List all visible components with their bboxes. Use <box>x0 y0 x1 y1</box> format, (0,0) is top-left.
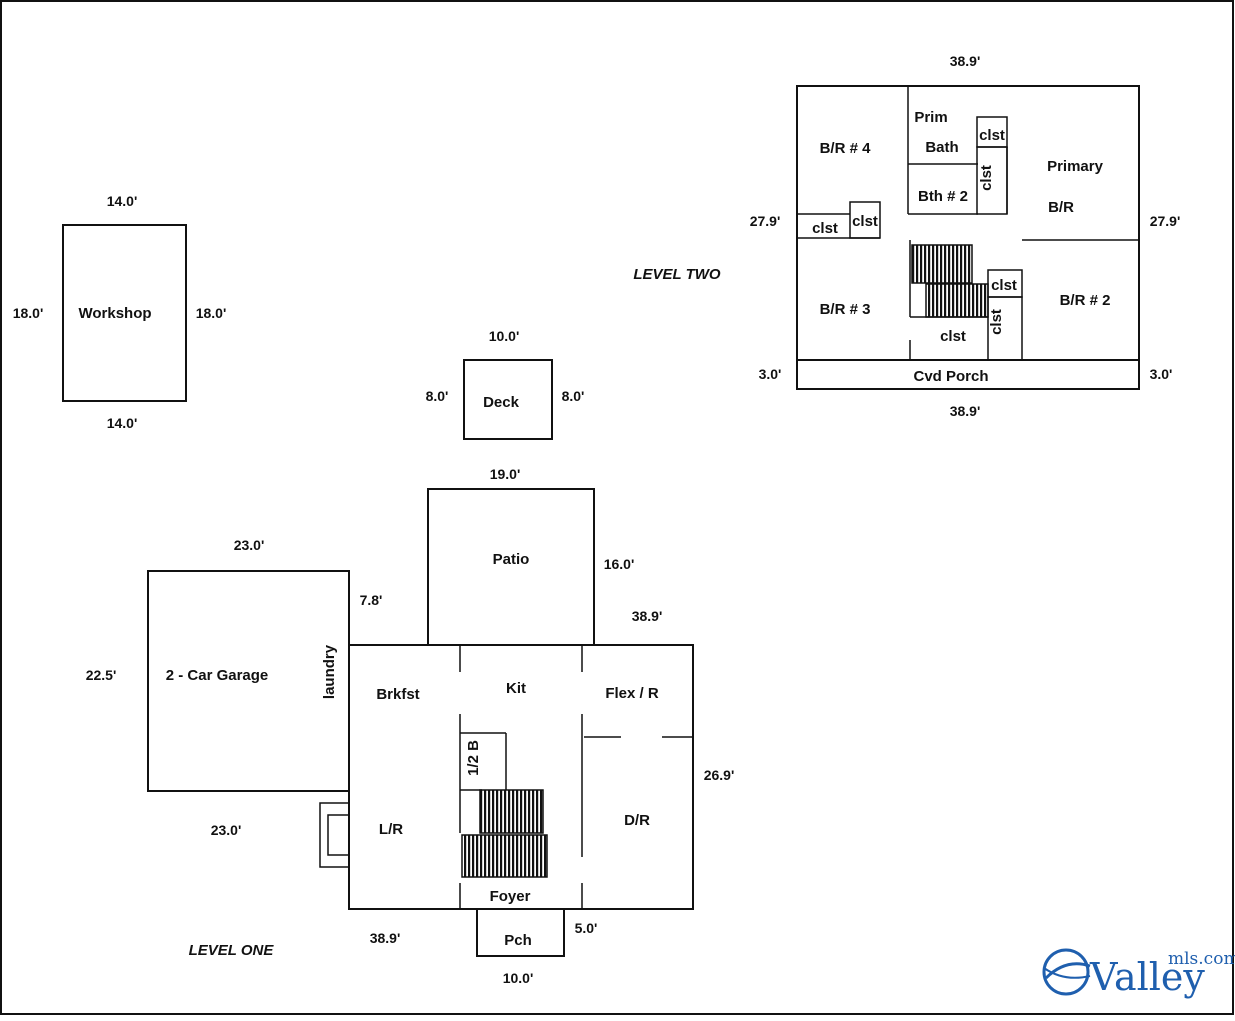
garage-bottom-dim: 23.0' <box>211 822 242 838</box>
foyer-label: Foyer <box>490 888 531 905</box>
prim-label: Prim <box>914 109 947 126</box>
garage-jog-dim: 7.8' <box>360 592 383 608</box>
bth2-label: Bth # 2 <box>918 188 968 205</box>
br2-label: B/R # 2 <box>1060 292 1111 309</box>
deck-right-dim: 8.0' <box>562 388 585 404</box>
clst-label: clst <box>940 328 966 345</box>
flex-label: Flex / R <box>605 685 659 702</box>
valleymls-logo: Valley mls.com <box>1042 948 1235 999</box>
stairs-lower <box>461 834 548 878</box>
br4-label: B/R # 4 <box>820 140 872 157</box>
primary-label: Primary <box>1047 158 1104 175</box>
fireplace-inner <box>327 814 350 856</box>
level-one-label: LEVEL ONE <box>189 942 275 959</box>
patio-right-dim: 16.0' <box>604 556 635 572</box>
workshop-left-dim: 18.0' <box>13 305 44 321</box>
clst-label: clst <box>978 165 995 191</box>
up-bottom-dim: 38.9' <box>950 403 981 419</box>
porch-right-dim: 5.0' <box>575 920 598 936</box>
lr-label: L/R <box>379 821 403 838</box>
br3-label: B/R # 3 <box>820 301 871 318</box>
workshop-top-dim: 14.0' <box>107 193 138 209</box>
stairs-up-upper <box>911 244 973 284</box>
workshop-outline <box>62 224 187 402</box>
logo-swoosh-icon <box>1042 948 1091 996</box>
bath-label: Bath <box>925 139 958 156</box>
half-bath-label: 1/2 B <box>465 740 482 776</box>
br-label: B/R <box>1048 199 1074 216</box>
garage-top-dim: 23.0' <box>234 537 265 553</box>
up-left-dim: 27.9' <box>750 213 781 229</box>
main-right-dim: 26.9' <box>704 767 735 783</box>
dr-label: D/R <box>624 812 650 829</box>
up-right-dim: 27.9' <box>1150 213 1181 229</box>
deck-top-dim: 10.0' <box>489 328 520 344</box>
workshop-right-dim: 18.0' <box>196 305 227 321</box>
cvd-porch-label: Cvd Porch <box>913 368 988 385</box>
clst-label: clst <box>812 220 838 237</box>
fireplace-outline <box>319 802 350 868</box>
stairs-upper <box>479 789 544 834</box>
logo-superscript: mls.com <box>1168 949 1235 969</box>
patio-top-dim: 19.0' <box>490 466 521 482</box>
deck-outline <box>463 359 553 440</box>
clst-label: clst <box>852 213 878 230</box>
porch-right2-dim: 3.0' <box>1150 366 1173 382</box>
main-top-dim: 38.9' <box>632 608 663 624</box>
workshop-bottom-dim: 14.0' <box>107 415 138 431</box>
deck-label: Deck <box>483 394 520 411</box>
logo-text: Valley <box>1089 955 1205 999</box>
workshop-label: Workshop <box>78 305 151 322</box>
clst-label: clst <box>988 309 1005 335</box>
kit-label: Kit <box>506 680 526 697</box>
deck-left-dim: 8.0' <box>426 388 449 404</box>
up-top-dim: 38.9' <box>950 53 981 69</box>
closet-outline <box>987 296 1023 361</box>
pch-label: Pch <box>504 932 532 949</box>
stairs-up-lower <box>925 283 989 318</box>
garage-label: 2 - Car Garage <box>166 667 269 684</box>
porch-bottom-dim: 10.0' <box>503 970 534 986</box>
porch-outline <box>476 908 565 957</box>
patio-label: Patio <box>493 551 530 568</box>
closet-outline <box>849 201 881 239</box>
garage-left-dim: 22.5' <box>86 667 117 683</box>
clst-label: clst <box>979 127 1005 144</box>
laundry-label: laundry <box>321 644 338 699</box>
main-bottom-dim: 38.9' <box>370 930 401 946</box>
level-two-label: LEVEL TWO <box>633 266 721 283</box>
clst-label: clst <box>991 277 1017 294</box>
brkfst-label: Brkfst <box>376 686 419 703</box>
porch-left-dim: 3.0' <box>759 366 782 382</box>
